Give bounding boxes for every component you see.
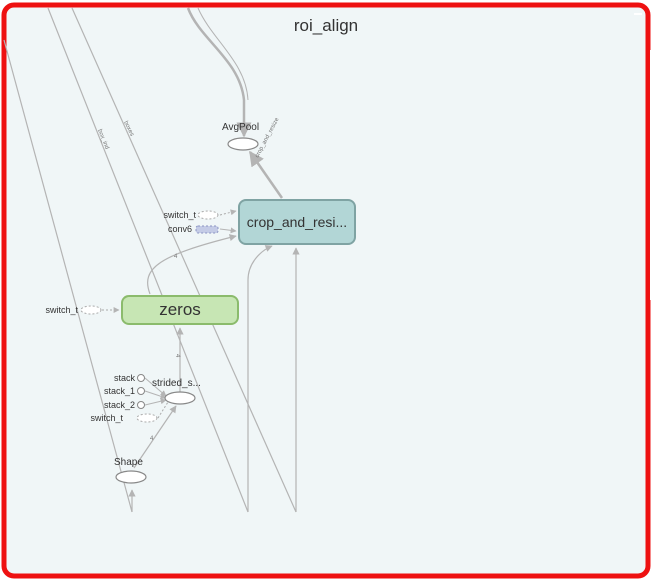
edge-label: 4 xyxy=(150,436,154,442)
group-title: roi_align xyxy=(293,16,359,35)
edge-dashed xyxy=(219,209,237,216)
stack-input-node[interactable] xyxy=(137,374,145,382)
edge-label: 4 xyxy=(174,254,178,260)
stack-input-label: stack_1 xyxy=(103,386,135,396)
shape-node[interactable] xyxy=(115,470,147,484)
edge-crop-avgpool xyxy=(248,150,284,199)
stack-input-node[interactable] xyxy=(137,387,145,395)
edge-line xyxy=(144,398,167,406)
edge-line xyxy=(144,390,167,400)
conv6-input-label: conv6 xyxy=(167,224,192,234)
strided-slice-node[interactable] xyxy=(164,391,196,405)
edge-line xyxy=(71,7,297,513)
expand-collapse-button[interactable] xyxy=(634,13,642,15)
side-panel-edge xyxy=(650,50,662,300)
edge-line xyxy=(247,245,273,512)
stack-input-label: stack xyxy=(113,373,135,383)
crop-and-resize-node[interactable]: crop_and_resi... xyxy=(238,199,356,245)
edge-line xyxy=(197,7,249,101)
edge-avgpool-in xyxy=(186,7,252,138)
edge-line xyxy=(144,377,167,397)
strided-slice-label: strided_s... xyxy=(152,378,201,389)
edge-zeros-crop xyxy=(147,234,237,295)
switch-input-node[interactable] xyxy=(197,210,219,220)
zeros-node[interactable]: zeros xyxy=(121,295,239,325)
conv6-input-node[interactable] xyxy=(195,225,219,234)
switch-input-label: switch_t xyxy=(45,305,78,315)
stack-input-label: stack_2 xyxy=(103,400,135,410)
avgpool-label: AvgPool xyxy=(222,122,260,133)
edge-label: 4 xyxy=(174,354,180,358)
edge-line xyxy=(3,39,133,513)
switch-input-label: switch_t xyxy=(163,210,196,220)
edge-line xyxy=(219,227,237,234)
edge-shape-strided xyxy=(133,405,177,469)
group-border[interactable] xyxy=(1,2,651,579)
shape-label: Shape xyxy=(114,457,143,468)
switch-input-label: switch_t xyxy=(90,413,123,423)
stack-input-node[interactable] xyxy=(137,401,145,409)
avgpool-node[interactable] xyxy=(227,137,259,151)
switch-input-node[interactable] xyxy=(136,413,158,423)
switch-input-node[interactable] xyxy=(80,305,102,315)
edge-line xyxy=(47,7,249,513)
edge-dashed xyxy=(157,401,169,419)
